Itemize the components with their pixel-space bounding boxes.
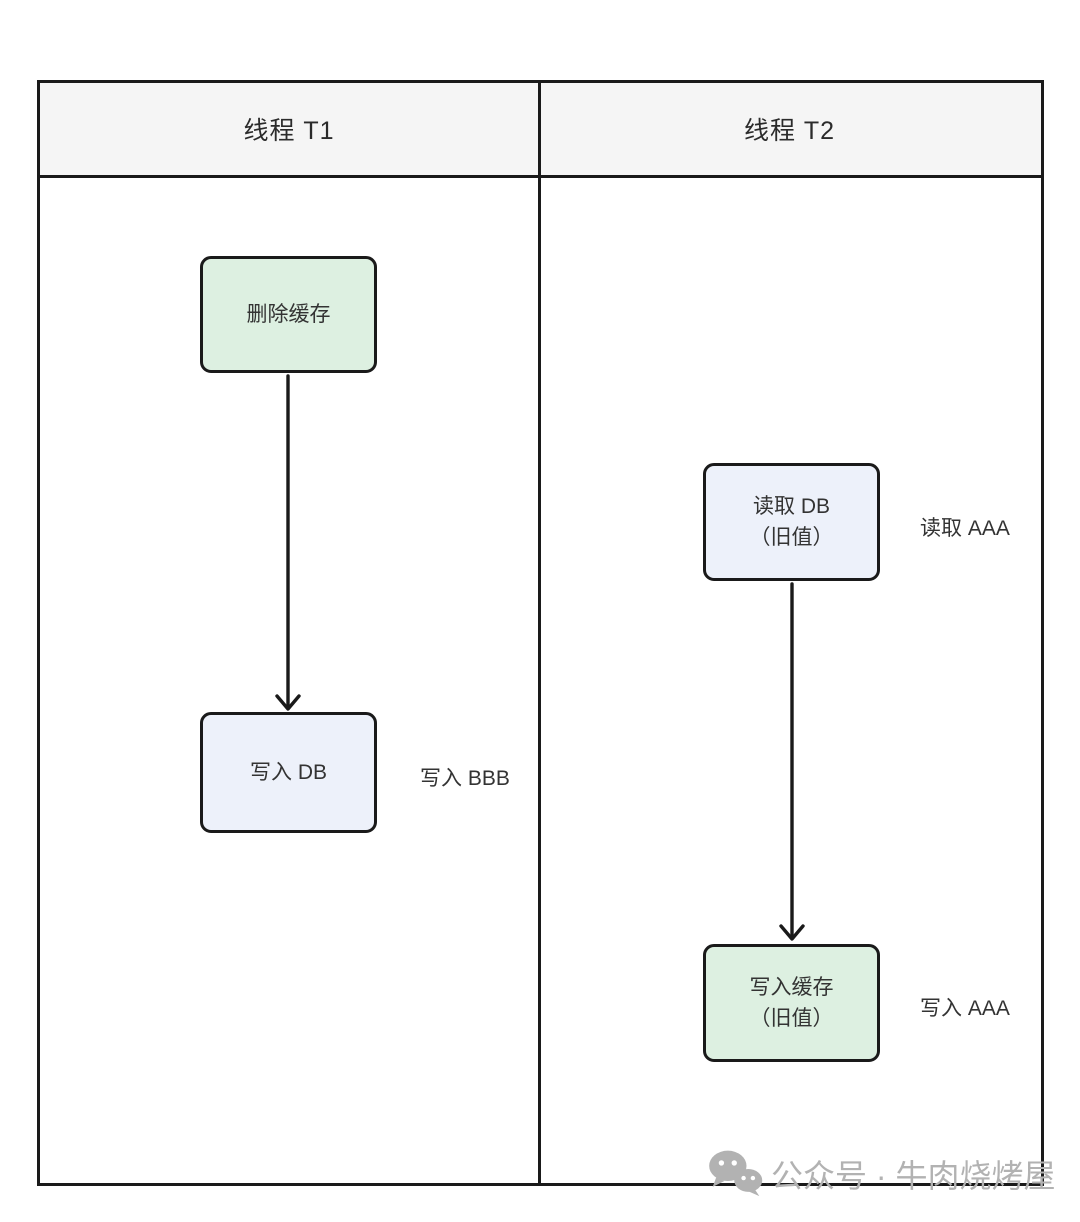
- annotation-write-aaa: 写入 AAA: [920, 997, 1010, 1020]
- swimlane-frame: 线程 T1 线程 T2: [37, 80, 1044, 1186]
- wechat-icon: [709, 1150, 763, 1197]
- node-write-db[interactable]: 写入 DB: [200, 712, 377, 833]
- lane-header-t1: 线程 T1: [243, 117, 335, 145]
- node-label: 读取 DB: [752, 495, 830, 518]
- node-label: 写入 DB: [249, 761, 327, 784]
- node-label-line2: （旧值）: [749, 526, 834, 549]
- node-label: 删除缓存: [246, 303, 331, 326]
- node-label-line2: （旧值）: [749, 1007, 834, 1030]
- annotation-write-bbb: 写入 BBB: [420, 767, 510, 790]
- node-read-db-old[interactable]: 读取 DB （旧值）: [703, 463, 880, 581]
- watermark: 公众号 · 牛肉烧烤屋: [708, 1146, 1055, 1202]
- annotation-read-aaa: 读取 AAA: [920, 517, 1010, 540]
- lane-header-t2: 线程 T2: [743, 117, 836, 145]
- lane-divider: [538, 83, 541, 1183]
- node-label: 写入缓存: [749, 976, 834, 999]
- node-delete-cache[interactable]: 删除缓存: [200, 256, 377, 373]
- node-write-cache-old[interactable]: 写入缓存 （旧值）: [703, 944, 880, 1062]
- watermark-text: 公众号 · 牛肉烧烤屋: [771, 1158, 1056, 1194]
